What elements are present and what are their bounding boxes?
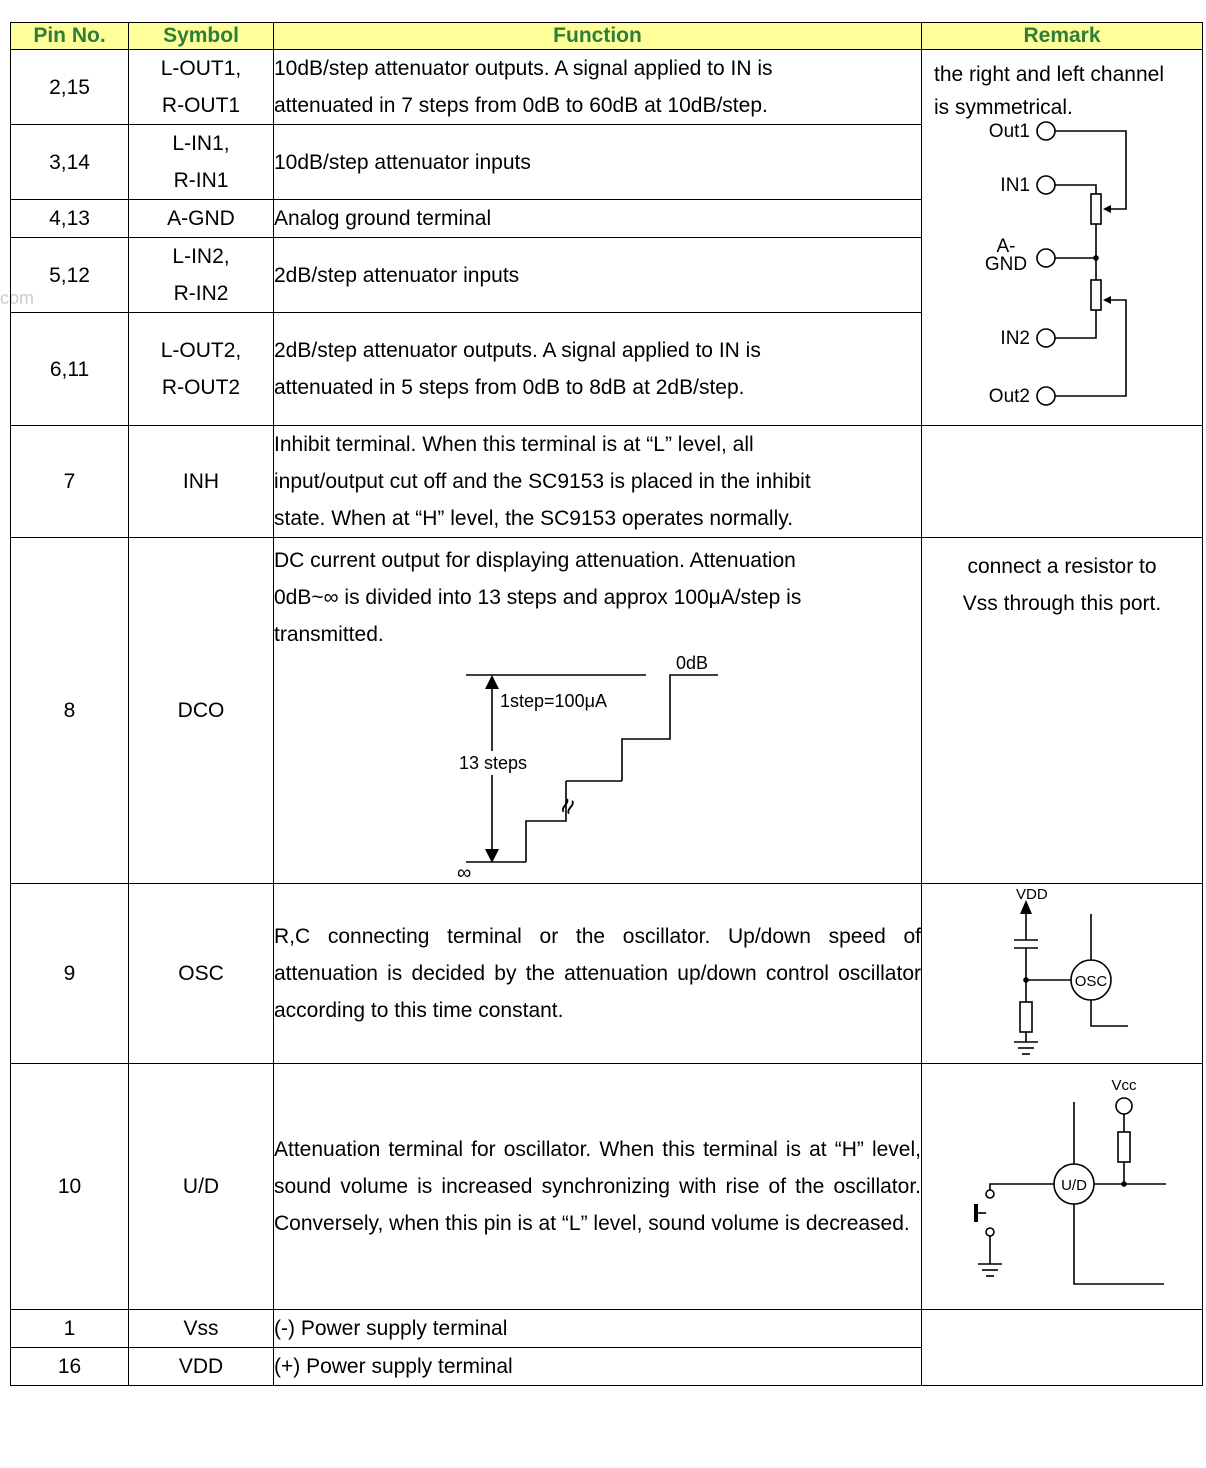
header-symbol: Symbol <box>128 22 274 50</box>
header-pin-no: Pin No. <box>10 22 129 50</box>
table-row: 7 INH Inhibit terminal. When this termin… <box>10 425 1203 538</box>
remark-line: is symmetrical. <box>934 96 1073 119</box>
label-ud: U/D <box>1061 1177 1087 1194</box>
function-cell: 2dB/step attenuator outputs. A signal ap… <box>273 312 922 426</box>
table-row: 3,14 L-IN1, R-IN1 10dB/step attenuator i… <box>10 124 1203 200</box>
label-infinity: ∞ <box>457 862 471 883</box>
remark-text: connect a resistor to Vss through this p… <box>922 538 1202 622</box>
symbol-line: L-IN1, <box>172 132 230 155</box>
table-row: 8 DCO DC current output for displaying a… <box>10 537 1203 884</box>
remark-cell-attenuator: the right and left channel is symmetrica… <box>921 49 1203 426</box>
function-cell: (-) Power supply terminal <box>273 1309 922 1348</box>
pin-cell: 1 <box>10 1309 129 1348</box>
pin-cell: 4,13 <box>10 199 129 238</box>
function-cell: R,C connecting terminal or the oscillato… <box>273 883 922 1064</box>
function-cell: Analog ground terminal <box>273 199 922 238</box>
symbol-cell: INH <box>128 425 274 538</box>
label-agnd-top: A- <box>997 236 1016 257</box>
function-line: state. When at “H” level, the SC9153 ope… <box>274 507 794 530</box>
symbol-cell: L-OUT2, R-OUT2 <box>128 312 274 426</box>
symbol-cell: L-IN2, R-IN2 <box>128 237 274 313</box>
function-cell: (+) Power supply terminal <box>273 1347 922 1386</box>
pin-cell: 7 <box>10 425 129 538</box>
function-cell: 10dB/step attenuator outputs. A signal a… <box>273 49 922 125</box>
pin-cell: 2,15 <box>10 49 129 125</box>
pin-cell: 10 <box>10 1063 129 1310</box>
symbol-cell: OSC <box>128 883 274 1064</box>
symbol-line: L-IN2, <box>172 245 230 268</box>
symbol-line: L-OUT2, <box>160 339 242 362</box>
remark-cell-empty <box>921 1309 1203 1386</box>
symbol-cell: Vss <box>128 1309 274 1348</box>
remark-cell-ud: Vcc U/D <box>921 1063 1203 1310</box>
symbol-cell: DCO <box>128 537 274 884</box>
function-line: DC current output for displaying attenua… <box>274 549 796 572</box>
table-row: 9 OSC R,C connecting terminal or the osc… <box>10 883 1203 1064</box>
ud-circuit-diagram: Vcc U/D <box>974 1077 1166 1285</box>
function-line: attenuated in 5 steps from 0dB to 8dB at… <box>274 376 745 399</box>
function-line: 2dB/step attenuator outputs. A signal ap… <box>274 339 761 362</box>
function-line: transmitted. <box>274 623 384 646</box>
table-row: 10 U/D Attenuation terminal for oscillat… <box>10 1063 1203 1310</box>
remark-text: the right and left channel is symmetrica… <box>922 50 1202 126</box>
header-function: Function <box>273 22 922 50</box>
header-remark: Remark <box>921 22 1203 50</box>
function-cell: 10dB/step attenuator inputs <box>273 124 922 200</box>
symbol-cell: L-OUT1, R-OUT1 <box>128 49 274 125</box>
header-row: Pin No. Symbol Function Remark <box>10 22 1203 50</box>
table-row: 2,15 L-OUT1, R-OUT1 10dB/step attenuator… <box>10 49 1203 426</box>
symbol-line: R-OUT1 <box>161 94 241 117</box>
symbol-line: R-OUT2 <box>161 376 241 399</box>
remark-line: the right and left channel <box>934 63 1164 86</box>
symbol-line: L-OUT1, <box>160 57 242 80</box>
attenuator-circuit-diagram: Out1 IN1 A- GND IN2 Out2 <box>985 121 1127 407</box>
pin-cell: 8 <box>10 537 129 884</box>
symbol-line: R-IN2 <box>173 282 229 305</box>
function-line: Inhibit terminal. When this terminal is … <box>274 433 754 456</box>
label-in2: IN2 <box>1000 328 1030 349</box>
remark-line: connect a resistor to <box>967 555 1157 578</box>
table-row: 6,11 L-OUT2, R-OUT2 2dB/step attenuator … <box>10 312 1203 426</box>
label-step: 1step=100μA <box>500 691 607 711</box>
function-line: input/output cut off and the SC9153 is p… <box>274 470 811 493</box>
symbol-cell: A-GND <box>128 199 274 238</box>
pin-cell: 6,11 <box>10 312 129 426</box>
function-cell: Attenuation terminal for oscillator. Whe… <box>273 1063 922 1310</box>
pin-cell: 16 <box>10 1347 129 1386</box>
function-line: attenuated in 7 steps from 0dB to 60dB a… <box>274 94 768 117</box>
remark-cell-dco: connect a resistor to Vss through this p… <box>921 537 1203 884</box>
label-vcc: Vcc <box>1111 1077 1137 1094</box>
remark-line: Vss through this port. <box>962 592 1162 615</box>
function-cell: 2dB/step attenuator inputs <box>273 237 922 313</box>
label-out1: Out1 <box>989 121 1030 142</box>
pin-function-table: Pin No. Symbol Function Remark 2,15 L-OU… <box>10 22 1203 1386</box>
label-out2: Out2 <box>989 386 1030 407</box>
pin-cell: 9 <box>10 883 129 1064</box>
function-line: 0dB~∞ is divided into 13 steps and appro… <box>274 586 802 609</box>
function-line: 10dB/step attenuator outputs. A signal a… <box>274 57 773 80</box>
symbol-cell: L-IN1, R-IN1 <box>128 124 274 200</box>
osc-circuit-diagram: VDD OSC <box>1014 886 1128 1055</box>
dco-staircase-diagram: 0dB 1step=100μA 13 steps ≈ ∞ <box>454 653 718 883</box>
remark-cell-osc: VDD OSC <box>921 883 1203 1064</box>
table-row: 5,12 L-IN2, R-IN2 2dB/step attenuator in… <box>10 237 1203 313</box>
approx-symbol: ≈ <box>550 794 584 819</box>
pin-cell: 5,12 <box>10 237 129 313</box>
symbol-cell: VDD <box>128 1347 274 1386</box>
table-row: 1 Vss (-) Power supply terminal <box>10 1309 1203 1386</box>
remark-cell-empty <box>921 425 1203 538</box>
pin-cell: 3,14 <box>10 124 129 200</box>
table-row: 4,13 A-GND Analog ground terminal <box>10 199 1203 238</box>
function-cell: Inhibit terminal. When this terminal is … <box>273 425 922 538</box>
label-vdd: VDD <box>1016 886 1048 903</box>
table-row: 16 VDD (+) Power supply terminal <box>10 1347 1203 1386</box>
symbol-line: R-IN1 <box>173 169 229 192</box>
symbol-cell: U/D <box>128 1063 274 1310</box>
label-0db: 0dB <box>676 653 708 673</box>
label-osc: OSC <box>1075 973 1108 990</box>
label-13-steps: 13 steps <box>459 753 527 773</box>
label-agnd-bottom: GND <box>985 254 1027 275</box>
label-in1: IN1 <box>1000 175 1030 196</box>
function-cell: DC current output for displaying attenua… <box>273 537 922 884</box>
